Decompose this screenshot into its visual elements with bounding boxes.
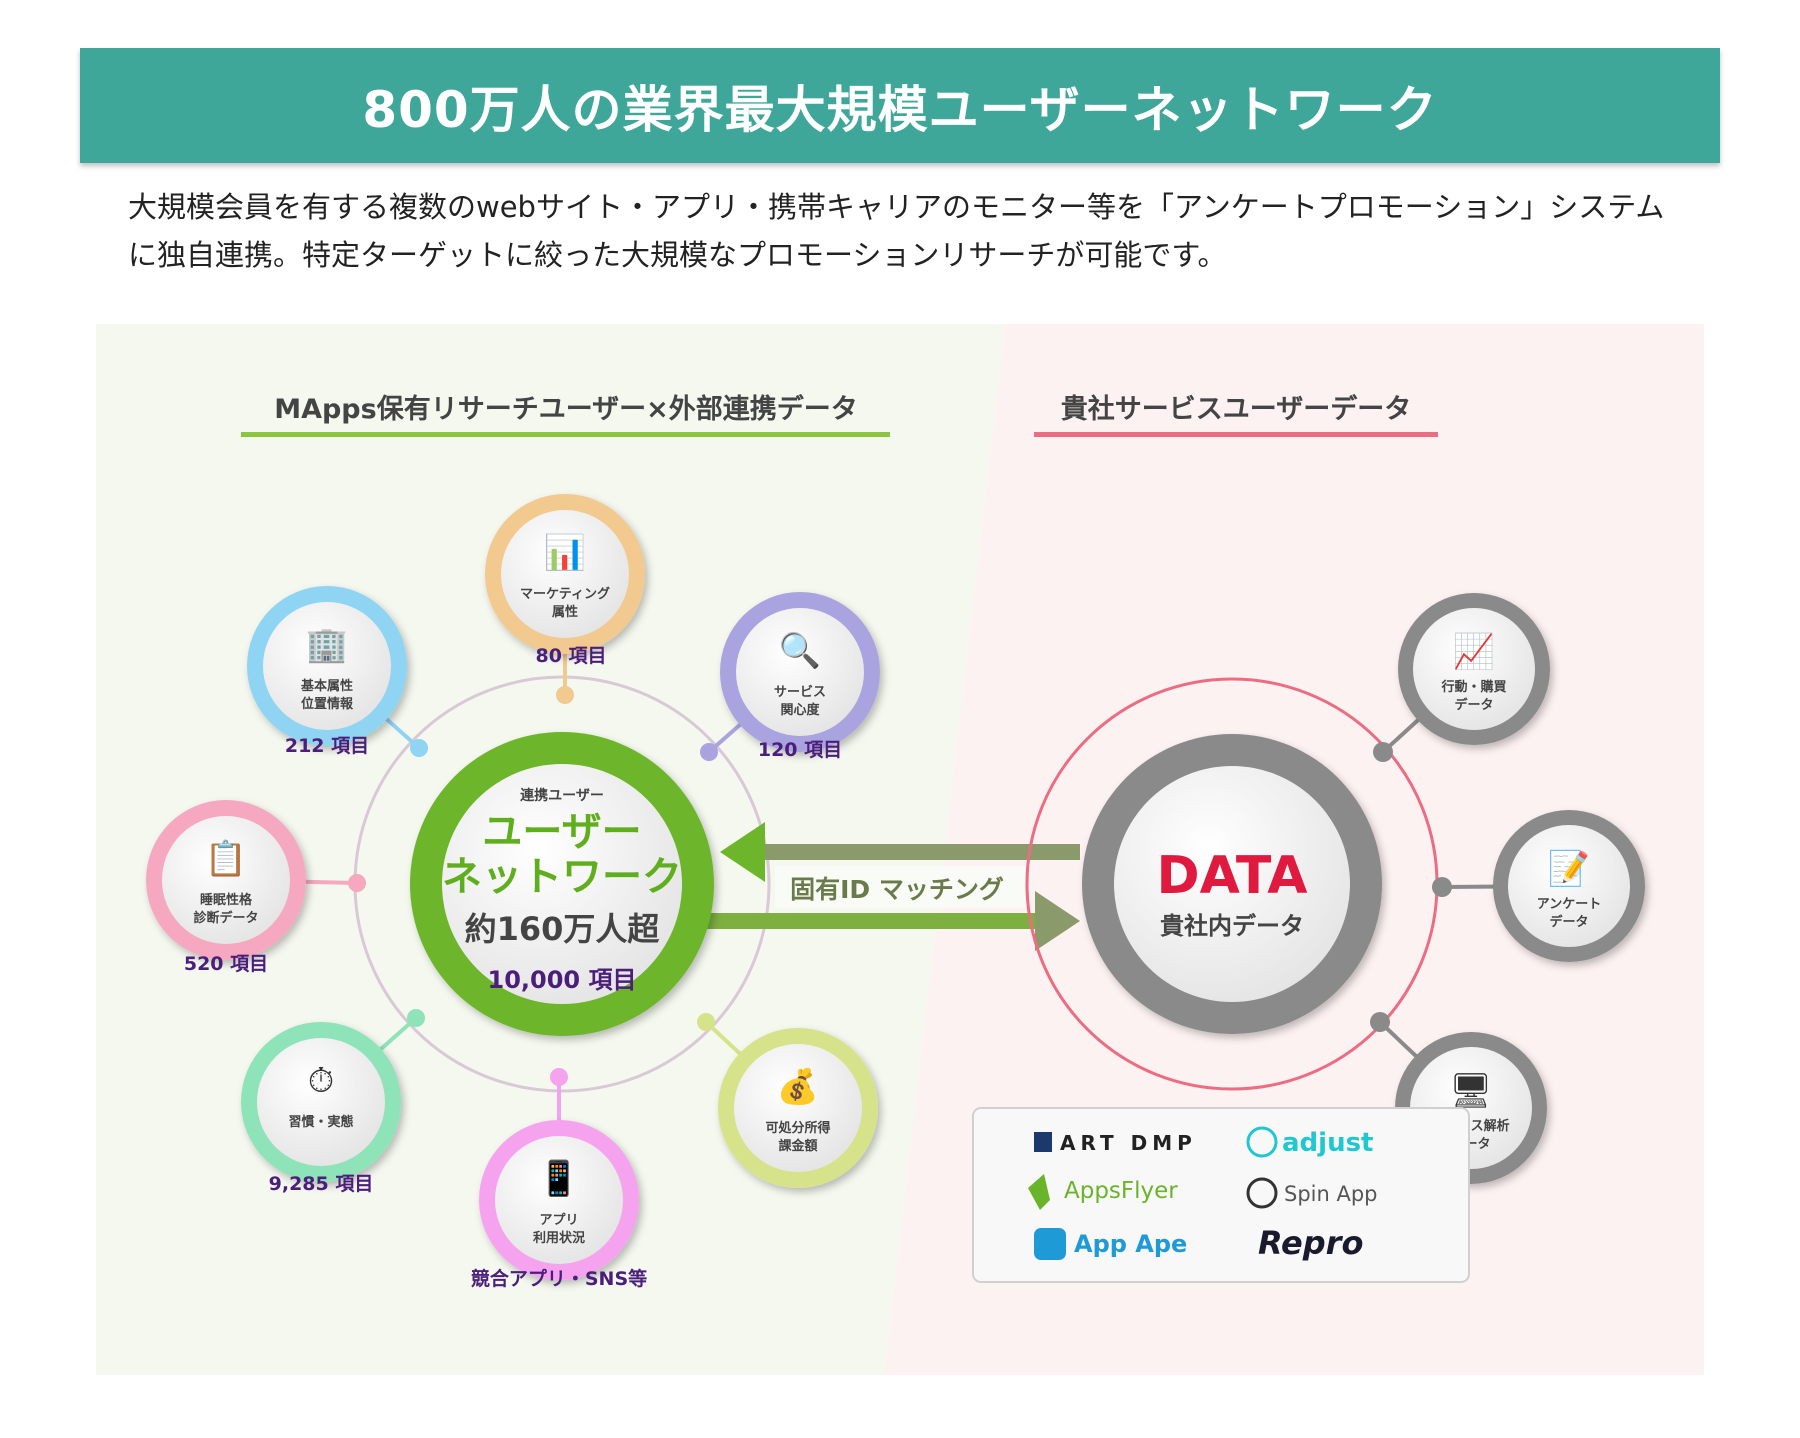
- satellite-count: 80 項目: [535, 645, 606, 667]
- arrow-left-icon: [720, 822, 765, 882]
- connector-node: [697, 1013, 715, 1031]
- connector-node: [556, 686, 574, 704]
- page-title: 800万人の業界最大規模ユーザーネットワーク: [362, 80, 1438, 139]
- connector-node: [348, 874, 366, 892]
- satellite-label: 利用状況: [533, 1230, 585, 1246]
- satellite-label: 習慣・実態: [288, 1114, 353, 1130]
- arrow-right-icon: [1035, 891, 1080, 951]
- satellite-label: アプリ: [539, 1213, 578, 1228]
- connector-node: [550, 1068, 568, 1086]
- satellite-label: アンケート: [1537, 897, 1601, 912]
- connector-node: [700, 743, 718, 761]
- satellite-count: 520 項目: [184, 953, 268, 975]
- satellite-count: 競合アプリ・SNS等: [471, 1267, 647, 1290]
- satellite-label: 診断データ: [193, 910, 258, 926]
- phone-app-icon: 📱: [538, 1159, 580, 1199]
- satellite-label: 属性: [552, 604, 578, 620]
- magnifier-icon: 🔍: [779, 629, 821, 671]
- connector-node: [407, 1009, 425, 1027]
- person-clock-icon: ⏱: [308, 1061, 335, 1101]
- satellite-node: ⏱ 習慣・実態 9,285 項目: [241, 1022, 401, 1195]
- logo-art-dmp: ART DMP: [1060, 1131, 1197, 1155]
- center-users: 約160万人超: [465, 910, 661, 948]
- logo-spin-app: Spin App: [1284, 1182, 1378, 1206]
- satellite-label: データ: [1549, 914, 1588, 930]
- person-chart-icon: 📈: [1453, 632, 1495, 672]
- title-banner: 800万人の業界最大規模ユーザーネットワーク: [80, 48, 1720, 163]
- satellite-label: 可処分所得: [765, 1120, 830, 1136]
- coins-icon: 💰: [777, 1067, 819, 1107]
- adjust-logo-icon: [1246, 1126, 1278, 1158]
- right-heading: 貴社サービスユーザーデータ: [1061, 393, 1411, 425]
- matching-arrows: 固有ID マッチング: [700, 822, 1080, 951]
- logo-app-ape: App Ape: [1074, 1230, 1187, 1258]
- chart-people-icon: 📊: [544, 533, 586, 573]
- matching-label: 固有ID マッチング: [790, 875, 1004, 904]
- center-title-2: ネットワーク: [442, 854, 682, 900]
- connector-node: [1373, 742, 1393, 762]
- monitor-icon: 🖥: [1449, 1071, 1492, 1111]
- satellite-label: データ: [1454, 697, 1493, 713]
- satellite-label: サービス: [774, 684, 826, 700]
- clipboard-icon: 📋: [205, 839, 247, 879]
- satellite-label: 関心度: [780, 702, 820, 718]
- appsflyer-logo-icon: [1028, 1174, 1050, 1210]
- satellite-count: 120 項目: [758, 739, 842, 761]
- art-dmp-logo-icon: [1034, 1132, 1052, 1152]
- satellite-count: 212 項目: [285, 735, 369, 757]
- connector-node: [410, 739, 428, 757]
- data-title: DATA: [1156, 846, 1307, 906]
- partner-logos: ART DMP adjust AppsFlyer Spin App App Ap…: [972, 1107, 1470, 1283]
- center-caption: 連携ユーザー: [520, 787, 604, 804]
- logo-adjust: adjust: [1282, 1128, 1373, 1158]
- building-people-icon: 🏢: [306, 625, 348, 665]
- user-network-center: 連携ユーザー ユーザー ネットワーク 約160万人超 10,000 項目: [410, 732, 714, 1036]
- clipboard-pen-icon: 📝: [1548, 849, 1590, 889]
- spinapp-logo-icon: [1246, 1177, 1278, 1209]
- center-items: 10,000 項目: [488, 966, 637, 994]
- satellite-label: 睡眠性格: [200, 892, 253, 908]
- left-heading-underline: [241, 432, 890, 437]
- logo-appsflyer: AppsFlyer: [1064, 1178, 1178, 1204]
- right-heading-underline: [1034, 432, 1438, 437]
- appape-logo-icon: [1034, 1228, 1066, 1260]
- intro-text: 大規模会員を有する複数のwebサイト・アプリ・携帯キャリアのモニター等を「アンケ…: [128, 190, 1665, 272]
- connector-node: [1432, 877, 1452, 897]
- satellite-label: 行動・購買: [1440, 679, 1506, 695]
- satellite-label: 基本属性: [300, 678, 353, 694]
- left-heading: MApps保有リサーチユーザー×外部連携データ: [274, 393, 858, 425]
- center-title-1: ユーザー: [482, 809, 641, 855]
- data-center: DATA 貴社内データ: [1082, 734, 1382, 1034]
- connector-node: [1370, 1012, 1390, 1032]
- satellite-label: 位置情報: [301, 696, 354, 712]
- satellite-count: 9,285 項目: [269, 1173, 374, 1195]
- data-subtitle: 貴社内データ: [1160, 912, 1304, 940]
- satellite-label: マーケティング: [520, 586, 610, 602]
- satellite-label: 課金額: [778, 1138, 817, 1154]
- logo-repro: Repro: [1258, 1224, 1363, 1262]
